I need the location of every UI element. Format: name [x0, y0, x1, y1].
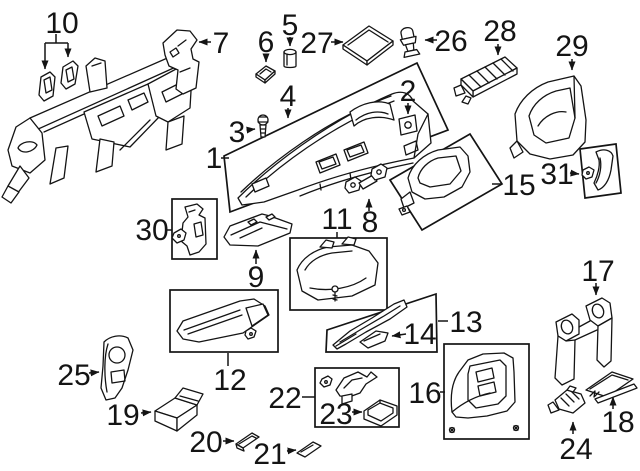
- part-7-crossmember-shape: [1, 55, 193, 204]
- callout-15-label: 15: [502, 169, 535, 202]
- part-25-pillar-garnish-shape: [100, 335, 134, 401]
- callout-14-label: 14: [403, 318, 436, 351]
- part-12-reinforcement-shape: [176, 298, 270, 343]
- callout-27-label: 27: [300, 27, 333, 60]
- part-13-column-cover-shape: [332, 299, 408, 350]
- arrow-31: [569, 169, 580, 177]
- callout-8-label: 8: [362, 206, 379, 239]
- callout-11-label: 11: [321, 203, 352, 236]
- part-6-plug-shape: [255, 65, 276, 84]
- callout-labels: 1 2 3 4 5 6 7 8 9 10 11 12 13 14 15 16 1…: [45, 7, 634, 471]
- callout-19-label: 19: [106, 399, 139, 432]
- arrow-21: [286, 447, 297, 455]
- callout-30-label: 30: [135, 214, 168, 247]
- part-31-trim-shape: [581, 149, 614, 191]
- bracket-10: [45, 34, 68, 44]
- arrow-25: [88, 369, 100, 377]
- part-26-clip-shape: [399, 26, 421, 59]
- callout-31-label: 31: [540, 158, 573, 191]
- part-1-instrument-panel-shape: [237, 91, 432, 206]
- callout-16-label: 16: [408, 377, 441, 410]
- callout-21-label: 21: [253, 438, 286, 471]
- part-11-lower-panel-shape: [296, 236, 379, 302]
- part-16-side-panel-shape: [448, 352, 520, 434]
- callout-6-label: 6: [258, 26, 275, 59]
- callout-22-label: 22: [268, 382, 301, 415]
- arrow-3: [246, 126, 256, 134]
- part-30-pillar-trim-shape: [171, 203, 207, 256]
- part-7-bracket-shape: [162, 29, 200, 95]
- callout-23-label: 23: [319, 398, 352, 431]
- part-20-plate-shape: [235, 432, 260, 452]
- arrow-19: [140, 409, 152, 417]
- part-5-grommet-shape: [283, 48, 297, 69]
- part-2-plate-shape: [398, 114, 418, 136]
- callout-25-label: 25: [57, 359, 90, 392]
- part-27-insulator-pad-shape: [342, 25, 394, 66]
- callout-9-label: 9: [248, 261, 265, 294]
- part-14-cover-shape: [359, 330, 389, 349]
- part-21-plate-shape: [296, 441, 322, 458]
- callout-24-label: 24: [559, 433, 592, 466]
- callout-10-label: 10: [45, 7, 78, 40]
- part-15-glove-box-shape: [398, 146, 471, 216]
- callout-29-label: 29: [555, 30, 588, 63]
- part-22-bracket-shape: [319, 371, 378, 405]
- part-10-clips-shape: [38, 60, 79, 102]
- leader-lines: [41, 34, 617, 455]
- part-28-vent-module-shape: [453, 56, 518, 105]
- callout-7-label: 7: [213, 27, 230, 60]
- part-3-bolt-shape: [257, 114, 269, 138]
- part-19-box-component-shape: [154, 387, 204, 432]
- callout-5-label: 5: [282, 9, 299, 42]
- arrow-14: [391, 331, 407, 339]
- callout-18-label: 18: [601, 406, 634, 439]
- part-29-cluster-lid-shape: [509, 75, 587, 160]
- part-24-duct-shape: [547, 385, 586, 414]
- callout-13-label: 13: [449, 306, 482, 339]
- callout-2-label: 2: [400, 75, 417, 108]
- callout-12-label: 12: [213, 364, 246, 397]
- part-17-console-trim-shape: [554, 297, 613, 386]
- part-8-bracket-shape: [344, 163, 388, 194]
- callout-4-label: 4: [280, 80, 297, 113]
- callout-26-label: 26: [434, 25, 467, 58]
- callout-17-label: 17: [581, 255, 614, 288]
- callout-20-label: 20: [189, 426, 222, 459]
- callout-3-label: 3: [229, 116, 246, 149]
- part-23-bin-shape: [363, 399, 398, 427]
- part-9-cover-shape: [223, 213, 293, 247]
- callout-1-label: 1: [206, 142, 223, 175]
- callout-28-label: 28: [483, 15, 516, 48]
- part-18-finisher-shape: [585, 371, 638, 404]
